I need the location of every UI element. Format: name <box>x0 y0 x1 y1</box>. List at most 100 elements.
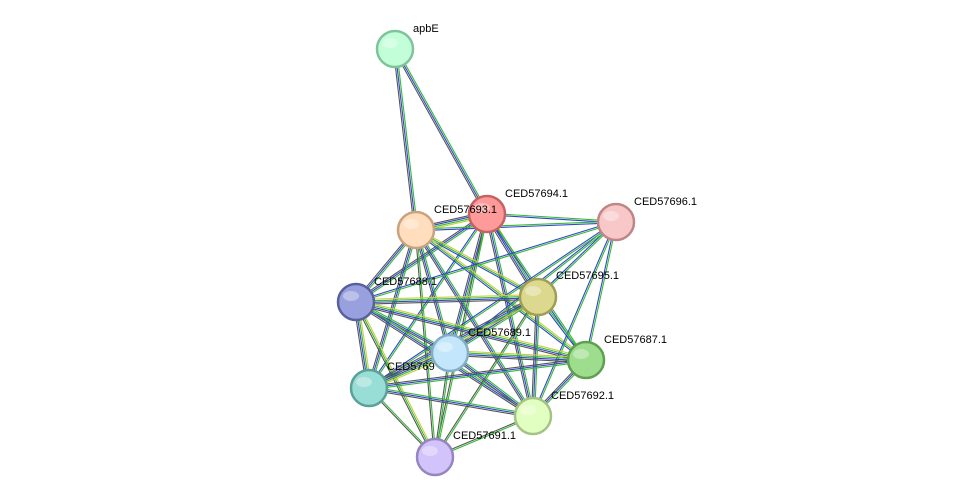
edge-channel-line <box>355 220 616 302</box>
node-label-apbe: apbE <box>413 23 439 35</box>
edge-channel-line <box>433 296 538 457</box>
edge-channel-line <box>415 229 587 361</box>
edge-channel-line <box>487 212 617 222</box>
edge-channel-line <box>396 48 419 230</box>
node-circle[interactable] <box>349 368 389 408</box>
edge-ced57693-1-to-ced57696-1 <box>415 220 617 232</box>
edge-ced57693-1-to-ced57692-1 <box>414 228 535 418</box>
node-ced5769x[interactable] <box>349 368 389 408</box>
edge-channel-line <box>369 361 587 391</box>
label-layer: apbECED57694.1CED57693.1CED57696.1CED576… <box>374 23 697 442</box>
node-circle[interactable] <box>596 202 636 242</box>
node-label-ced57694-1: CED57694.1 <box>505 188 568 200</box>
edge-channel-line <box>584 221 616 360</box>
node-highlight <box>520 405 536 415</box>
edge-channel-line <box>415 229 451 354</box>
edge-channel-line <box>416 228 535 416</box>
node-circle[interactable] <box>396 210 436 250</box>
edge-ced57695-1-to-ced57691-1 <box>433 296 540 458</box>
edge-ced57696-1-to-ced5769x <box>368 220 617 390</box>
edge-channel-line <box>369 222 617 390</box>
edge-channel-line <box>368 359 587 389</box>
node-circle[interactable] <box>518 277 558 317</box>
node-circle[interactable] <box>513 396 553 436</box>
edge-channel-line <box>586 222 618 361</box>
edge-channel-line <box>414 230 586 362</box>
node-label-ced57689-1: CED57689.1 <box>468 327 531 339</box>
node-label-ced57692-1: CED57692.1 <box>551 390 614 402</box>
edge-channel-line <box>415 229 534 417</box>
edge-channel-line <box>355 294 538 301</box>
edge-channel-line <box>450 350 587 359</box>
edge-channel-line <box>368 389 533 419</box>
edge-channel-line <box>531 221 616 416</box>
edge-ced57696-1-to-ced57688-1 <box>355 220 617 304</box>
node-label-ced57691-1: CED57691.1 <box>453 430 516 442</box>
edge-channel-line <box>395 47 489 214</box>
node-circle[interactable] <box>336 282 376 322</box>
node-circle[interactable] <box>415 437 455 477</box>
edge-ced57694-1-to-ced57696-1 <box>486 212 617 224</box>
node-label-ced5769x: CED5769 <box>387 361 435 373</box>
edge-ced57687-1-to-ced5769x <box>368 357 587 391</box>
edge-ced57696-1-to-ced57687-1 <box>584 221 618 361</box>
node-ced57688-1[interactable] <box>336 282 376 322</box>
edge-apbe-to-ced57693-1 <box>392 48 419 231</box>
node-apbe[interactable] <box>375 29 415 69</box>
edge-ced57693-1-to-ced57689-1 <box>413 229 453 354</box>
edge-channel-line <box>356 298 539 305</box>
node-label-ced57696-1: CED57696.1 <box>634 196 697 208</box>
node-highlight <box>437 342 453 352</box>
edge-ced57693-1-to-ced57687-1 <box>414 228 588 362</box>
edge-channel-line <box>368 387 534 417</box>
edge-channel-line <box>355 295 538 302</box>
edge-channel-line <box>416 228 588 360</box>
node-circle[interactable] <box>467 194 507 234</box>
edge-ced57696-1-to-ced57692-1 <box>531 221 618 417</box>
edge-channel-line <box>394 48 488 215</box>
node-ced57692-1[interactable] <box>513 396 553 436</box>
edge-channel-line <box>415 220 616 230</box>
edge-channel-line <box>356 222 617 304</box>
edge-channel-line <box>533 222 618 417</box>
node-ced57693-1[interactable] <box>396 210 436 250</box>
node-highlight <box>422 446 438 456</box>
edge-apbe-to-ced57694-1 <box>393 47 489 216</box>
node-ced57695-1[interactable] <box>518 277 558 317</box>
edge-channel-line <box>355 303 586 363</box>
node-label-ced57695-1: CED57695.1 <box>556 270 619 282</box>
edge-channel-line <box>413 230 449 354</box>
node-ced57696-1[interactable] <box>596 202 636 242</box>
node-highlight <box>573 349 589 359</box>
edge-channel-line <box>416 228 540 297</box>
node-circle[interactable] <box>375 29 415 69</box>
edge-channel-line <box>368 357 586 387</box>
edge-ced57693-1-to-ced57691-1 <box>414 229 437 458</box>
node-circle[interactable] <box>566 340 606 380</box>
edge-channel-line <box>450 351 587 360</box>
node-highlight <box>343 291 359 301</box>
node-layer <box>336 29 636 477</box>
edge-channel-line <box>356 297 539 304</box>
edge-channel-line <box>393 49 487 216</box>
edge-channel-line <box>417 229 453 353</box>
node-label-ced57688-1: CED57688.1 <box>374 276 437 288</box>
node-ced57694-1[interactable] <box>467 194 507 234</box>
node-ced57691-1[interactable] <box>415 437 455 477</box>
node-highlight <box>474 203 490 213</box>
edge-channel-line <box>414 230 435 458</box>
node-highlight <box>525 286 541 296</box>
node-ced57687-1[interactable] <box>566 340 606 380</box>
edge-channel-line <box>486 214 616 224</box>
node-ced57689-1[interactable] <box>430 333 470 373</box>
edge-channel-line <box>414 230 533 418</box>
edge-channel-line <box>416 222 617 232</box>
edge-channel-line <box>433 213 487 457</box>
edge-channel-line <box>394 48 417 231</box>
edge-channel-line <box>416 229 437 457</box>
node-circle[interactable] <box>430 333 470 373</box>
edge-ced5769x-to-ced57692-1 <box>368 385 534 419</box>
edge-channel-line <box>435 297 540 458</box>
edge-channel-line <box>392 49 415 231</box>
